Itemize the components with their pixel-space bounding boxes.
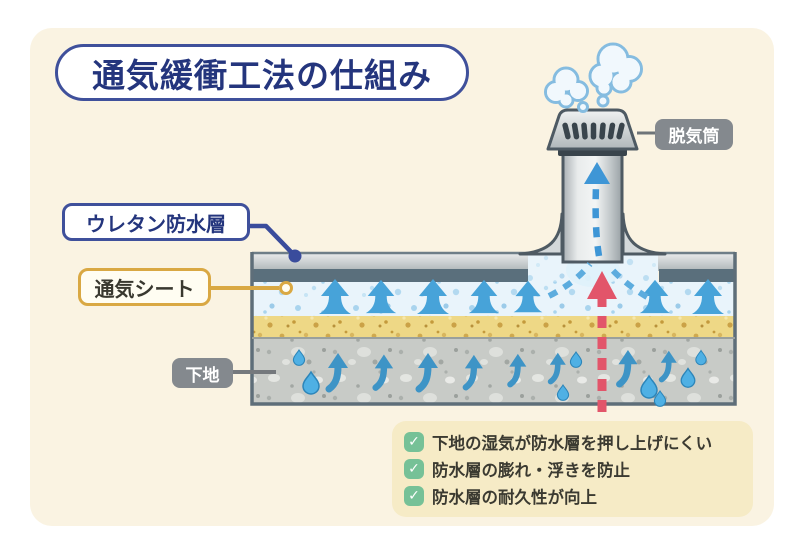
benefit-text: 防水層の耐久性が向上: [432, 488, 597, 507]
steam-clouds: [544, 42, 643, 113]
benefit-item: ✓ 防水層の耐久性が向上: [404, 484, 741, 508]
vent-cap-slots: [562, 122, 625, 140]
checkmark-icon: ✓: [404, 486, 424, 506]
label-substrate: 下地: [172, 358, 233, 388]
label-vent-sheet: 通気シート: [78, 268, 211, 306]
checkmark-icon: ✓: [404, 432, 424, 452]
adhesive-layer: [252, 316, 735, 338]
benefit-text: 下地の湿気が防水層を押し上げにくい: [432, 434, 713, 453]
label-connectors: [211, 131, 656, 374]
benefit-item: ✓ 防水層の膨れ・浮きを防止: [404, 457, 741, 481]
urethane-layer: [252, 251, 735, 282]
vent-pipe: [518, 108, 667, 264]
airflow-dashed-blue: [547, 162, 649, 300]
pipe-flange-right: [621, 212, 667, 256]
checkmark-icon: ✓: [404, 459, 424, 479]
benefits-box: ✓ 下地の湿気が防水層を押し上げにくい ✓ 防水層の膨れ・浮きを防止 ✓ 防水層…: [392, 421, 753, 517]
pipe-flange-left: [518, 212, 564, 256]
section-border: [250, 252, 737, 406]
label-urethane-layer: ウレタン防水層: [62, 203, 250, 241]
page-title: 通気緩衝工法の仕組み: [55, 44, 469, 101]
benefit-item: ✓ 下地の湿気が防水層を押し上げにくい: [404, 430, 741, 454]
label-vent-cap: 脱気筒: [655, 119, 733, 150]
moisture-arrow-red: [587, 271, 617, 412]
benefit-text: 防水層の膨れ・浮きを防止: [432, 461, 630, 480]
